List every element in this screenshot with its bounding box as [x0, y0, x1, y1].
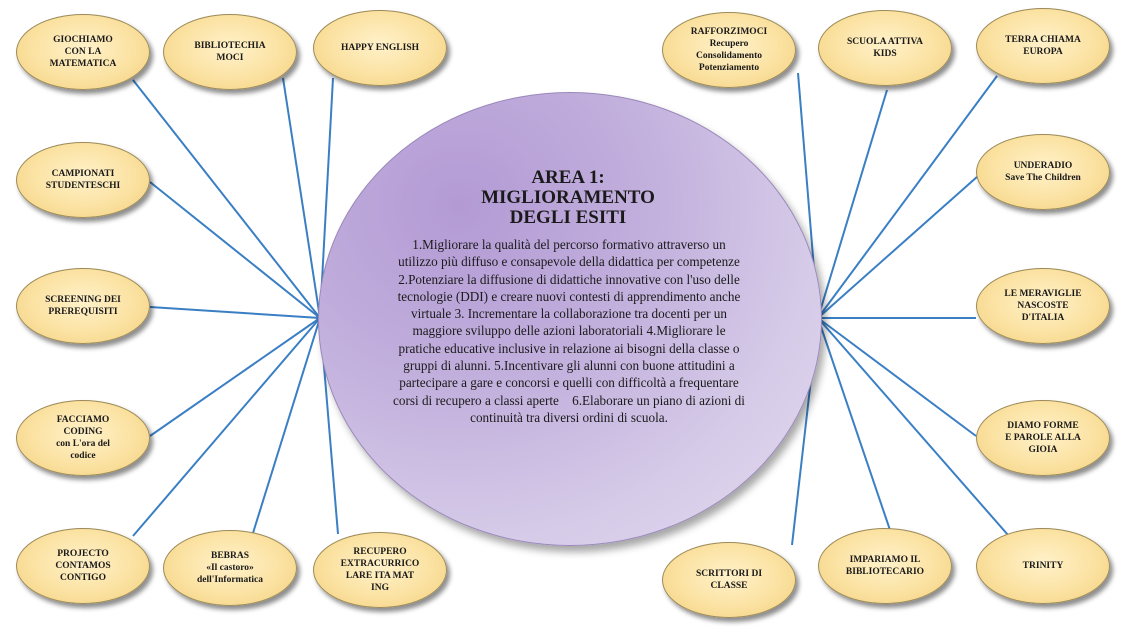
project-node-bibliotechiamoci: BIBLIOTECHIA MOCI — [163, 14, 297, 90]
project-node-terra-chiama-europa: TERRA CHIAMA EUROPA — [976, 8, 1110, 84]
connector-line — [817, 89, 888, 319]
area-title-line: DEGLI ESITI — [509, 207, 627, 228]
project-label: BIBLIOTECHIA MOCI — [194, 41, 266, 63]
project-label: SCUOLA ATTIVA KIDS — [847, 37, 923, 59]
project-node-recupero-extracurricolare: RECUPERO EXTRACURRICO LARE ITA MAT ING — [313, 532, 447, 608]
objective-item: 3. Incrementare la collaborazione tra do… — [412, 306, 727, 339]
project-node-impariamo-bibliotecario: IMPARIAMO IL BIBLIOTECARIO — [818, 528, 952, 604]
connector-line — [252, 317, 321, 534]
project-label: RECUPERO EXTRACURRICO LARE ITA MAT ING — [340, 547, 420, 593]
connector-line — [282, 77, 321, 319]
project-label: FACCIAMO CODING con L'ora del codice — [56, 415, 110, 461]
project-label: TERRA CHIAMA EUROPA — [1005, 35, 1081, 57]
central-area-circle — [318, 92, 822, 546]
project-label: TRINITY — [1022, 561, 1064, 571]
project-label: CAMPIONATI STUDENTESCHI — [45, 169, 121, 191]
project-label: BEBRAS «Il castoro» dell'Informatica — [197, 551, 263, 585]
project-node-bebras: BEBRAS «Il castoro» dell'Informatica — [163, 530, 297, 606]
connector-line — [817, 175, 979, 319]
project-node-screening-prerequisiti: SCREENING DEI PREREQUISITI — [16, 268, 150, 344]
objective-item: 6.Elaborare un piano di azioni di contin… — [470, 392, 745, 425]
connector-line — [132, 79, 321, 319]
area-title-line: AREA 1: — [531, 167, 605, 188]
project-node-underadio: UNDERADIO Save The Children — [976, 134, 1110, 210]
project-label: UNDERADIO Save The Children — [1005, 161, 1081, 183]
objective-item: 5.Incentivare gli alunni con buone attit… — [393, 358, 739, 408]
project-node-scrittori-di-classe: SCRITTORI DI CLASSE — [662, 542, 796, 618]
project-node-meraviglie-italia: LE MERAVIGLIE NASCOSTE D'ITALIA — [976, 268, 1110, 344]
area-title: AREA 1: MIGLIORAMENTO DEGLI ESITI — [418, 168, 718, 228]
project-node-rafforzimoci: RAFFORZIMOCI Recupero Consolidamento Pot… — [662, 12, 796, 88]
connector-line — [149, 306, 321, 319]
objective-item: 4.Migliorare le pratiche educative inclu… — [398, 323, 740, 374]
project-node-campionati-studenteschi: CAMPIONATI STUDENTESCHI — [16, 142, 150, 218]
project-label: HAPPY ENGLISH — [340, 43, 420, 53]
project-node-trinity: TRINITY — [976, 528, 1110, 604]
connector-line — [817, 317, 1009, 536]
connector-line — [817, 317, 891, 531]
project-node-happy-english: HAPPY ENGLISH — [313, 10, 447, 86]
objectives-list: 1.Migliorare la qualità del percorso for… — [392, 236, 746, 426]
project-node-projecto-contamos: PROJECTO CONTAMOS CONTIGO — [16, 528, 150, 604]
project-label: IMPARIAMO IL BIBLIOTECARIO — [845, 555, 925, 577]
connector-line — [132, 317, 321, 537]
project-label: SCREENING DEI PREREQUISITI — [45, 295, 121, 317]
project-node-facciamo-coding: FACCIAMO CODING con L'ora del codice — [16, 400, 150, 476]
project-label: GIOCHIAMO CON LA MATEMATICA — [49, 35, 117, 69]
connector-line — [149, 317, 321, 437]
objective-item: 1.Migliorare la qualità del percorso for… — [398, 237, 740, 270]
project-label: SCRITTORI DI CLASSE — [695, 569, 763, 591]
objective-item: 2.Potenziare la diffusione di didattiche… — [397, 271, 741, 322]
connector-line — [149, 181, 321, 319]
project-label: RAFFORZIMOCI Recupero Consolidamento Pot… — [690, 27, 768, 73]
project-label: DIAMO FORME E PAROLE ALLA GIOIA — [1005, 421, 1081, 455]
area-title-line: MIGLIORAMENTO — [481, 187, 655, 208]
connector-line — [817, 75, 998, 319]
project-node-scuola-attiva-kids: SCUOLA ATTIVA KIDS — [818, 10, 952, 86]
project-node-diamo-forme: DIAMO FORME E PAROLE ALLA GIOIA — [976, 400, 1110, 476]
project-label: PROJECTO CONTAMOS CONTIGO — [55, 549, 111, 583]
project-label: LE MERAVIGLIE NASCOSTE D'ITALIA — [1004, 289, 1082, 323]
project-node-giochiamo-matematica: GIOCHIAMO CON LA MATEMATICA — [16, 14, 150, 90]
connector-line — [817, 317, 977, 437]
